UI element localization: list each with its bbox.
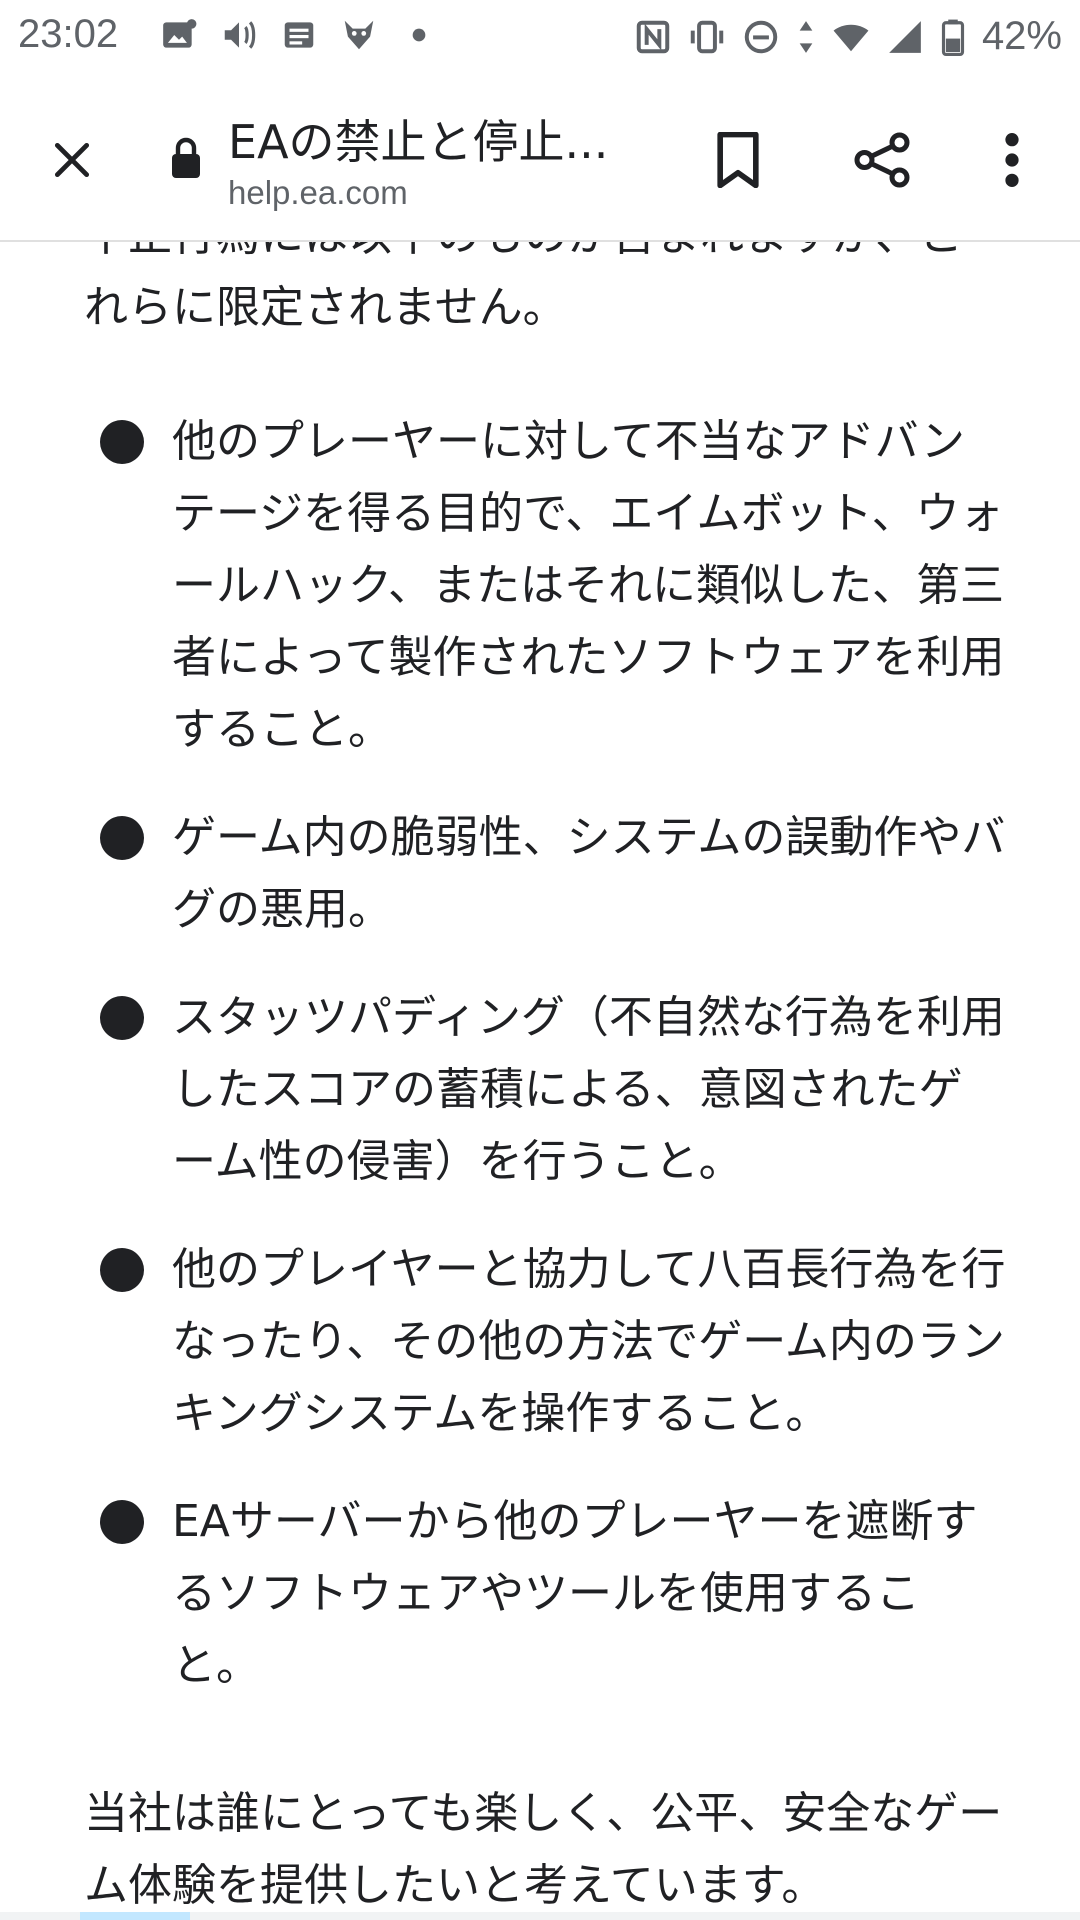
battery-icon bbox=[940, 18, 966, 56]
bookmark-button[interactable] bbox=[700, 122, 776, 198]
data-arrows-icon bbox=[796, 18, 816, 56]
dnd-icon bbox=[742, 18, 780, 56]
news-icon bbox=[280, 16, 318, 54]
more-options-button[interactable] bbox=[976, 122, 1048, 198]
bullet-icon bbox=[100, 996, 144, 1040]
list-item: EAサーバーから他のプレーヤーを遮断するソフトウェアやツールを使用すること。 bbox=[0, 1486, 1080, 1702]
fox-icon bbox=[340, 16, 378, 54]
nfc-icon bbox=[634, 18, 672, 56]
close-icon bbox=[54, 142, 90, 178]
list-item-text: 他のプレイヤーと協力して八百長行為を行なったり、その他の方法でゲーム内のランキン… bbox=[172, 1244, 1006, 1439]
list-item-text: スタッツパディング（不自然な行為を利用したスコアの蓄積による、意図されたゲーム性… bbox=[172, 992, 1005, 1187]
bullet-list: 他のプレーヤーに対して不当なアドバンテージを得る目的で、エイムボット、ウォールハ… bbox=[0, 406, 1080, 1738]
list-item: 他のプレイヤーと協力して八百長行為を行なったり、その他の方法でゲーム内のランキン… bbox=[0, 1234, 1080, 1450]
share-icon bbox=[854, 132, 910, 188]
page-content[interactable]: 不正行為には以下のものが含まれますが、これらに限定されません。 他のプレーヤーに… bbox=[0, 242, 1080, 1920]
bookmark-icon bbox=[717, 132, 759, 188]
wifi-icon bbox=[832, 18, 870, 56]
battery-percent: 42% bbox=[981, 14, 1062, 58]
list-item: スタッツパディング（不自然な行為を利用したスコアの蓄積による、意図されたゲーム性… bbox=[0, 982, 1080, 1198]
signal-icon bbox=[886, 18, 924, 56]
status-bar: 23:02 bbox=[0, 0, 1080, 74]
browser-toolbar: EAの禁止と停止... help.ea.com bbox=[0, 74, 1080, 242]
page-url[interactable]: help.ea.com bbox=[228, 174, 408, 211]
status-time: 23:02 bbox=[18, 12, 119, 56]
volume-icon bbox=[220, 16, 258, 54]
list-item-text: EAサーバーから他のプレーヤーを遮断するソフトウェアやツールを使用すること。 bbox=[172, 1496, 978, 1691]
list-item: 他のプレーヤーに対して不当なアドバンテージを得る目的で、エイムボット、ウォールハ… bbox=[0, 406, 1080, 766]
intro-paragraph: 不正行為には以下のものが含まれますが、これらに限定されません。 bbox=[84, 242, 963, 333]
bullet-icon bbox=[100, 1500, 144, 1544]
status-system-icons: 42% bbox=[634, 14, 1062, 59]
closing-paragraph: 当社は誰にとっても楽しく、公平、安全なゲーム体験を提供したいと考えています。 bbox=[84, 1788, 1003, 1911]
status-notification-icons bbox=[160, 16, 438, 54]
more-vert-icon bbox=[1005, 133, 1019, 187]
list-item-text: 他のプレーヤーに対して不当なアドバンテージを得る目的で、エイムボット、ウォールハ… bbox=[172, 416, 1005, 755]
share-button[interactable] bbox=[844, 122, 920, 198]
image-icon bbox=[160, 16, 198, 54]
bullet-icon bbox=[100, 420, 144, 464]
bullet-icon bbox=[100, 816, 144, 860]
list-item-text: ゲーム内の脆弱性、システムの誤動作やバグの悪用。 bbox=[172, 812, 1006, 935]
vibrate-icon bbox=[688, 18, 726, 56]
scroll-indicator bbox=[0, 1912, 1080, 1920]
lock-icon[interactable] bbox=[166, 130, 206, 186]
dot-icon bbox=[400, 16, 438, 54]
close-button[interactable] bbox=[36, 124, 108, 196]
list-item: ゲーム内の脆弱性、システムの誤動作やバグの悪用。 bbox=[0, 802, 1080, 946]
bullet-icon bbox=[100, 1248, 144, 1292]
page-title[interactable]: EAの禁止と停止... bbox=[228, 115, 609, 169]
scroll-indicator-thumb bbox=[80, 1912, 190, 1920]
